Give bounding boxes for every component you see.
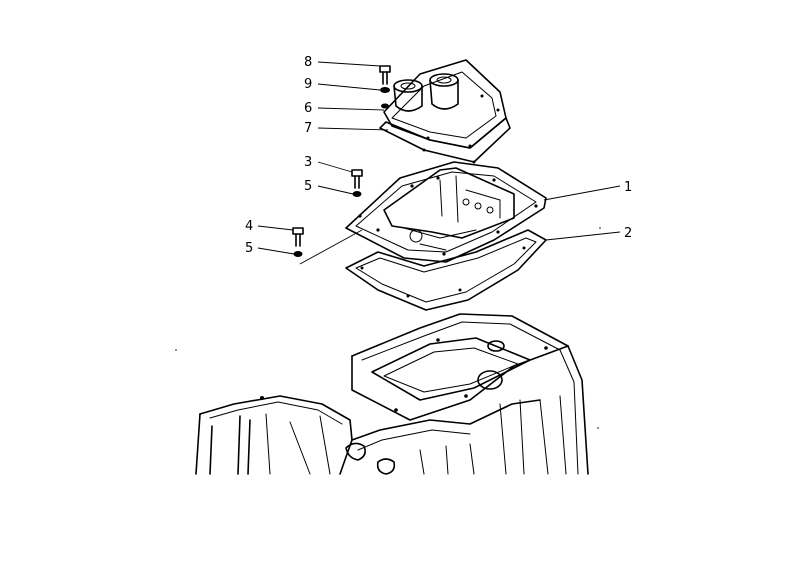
callout-8: 8 xyxy=(304,55,312,70)
callout-3: 3 xyxy=(304,155,312,170)
cover-gasket xyxy=(379,117,511,164)
callout-7: 7 xyxy=(304,121,312,136)
callout-5-lower: 5 xyxy=(245,241,253,256)
cover-boss-right xyxy=(429,73,459,110)
callout-5-upper: 5 xyxy=(304,179,312,194)
callout-9: 9 xyxy=(304,77,312,92)
housing-washer-upper xyxy=(352,191,362,197)
housing-bolt-lower xyxy=(292,227,304,247)
callout-6: 6 xyxy=(304,101,312,116)
leader-lines xyxy=(257,61,621,265)
intermediate-housing xyxy=(345,161,547,263)
cover-washer-lower xyxy=(381,103,389,109)
cover-boss-left xyxy=(393,79,423,112)
callout-4: 4 xyxy=(245,219,253,234)
gearbox-case xyxy=(195,313,589,475)
cover-bolt xyxy=(379,65,391,85)
housing-washer-lower xyxy=(293,251,303,257)
top-cover-assembly xyxy=(383,59,507,149)
callout-2: 2 xyxy=(624,226,632,241)
housing-bolt-upper xyxy=(351,169,363,189)
cover-washer xyxy=(380,87,390,93)
housing-gasket xyxy=(345,229,547,311)
callout-1: 1 xyxy=(624,180,632,195)
